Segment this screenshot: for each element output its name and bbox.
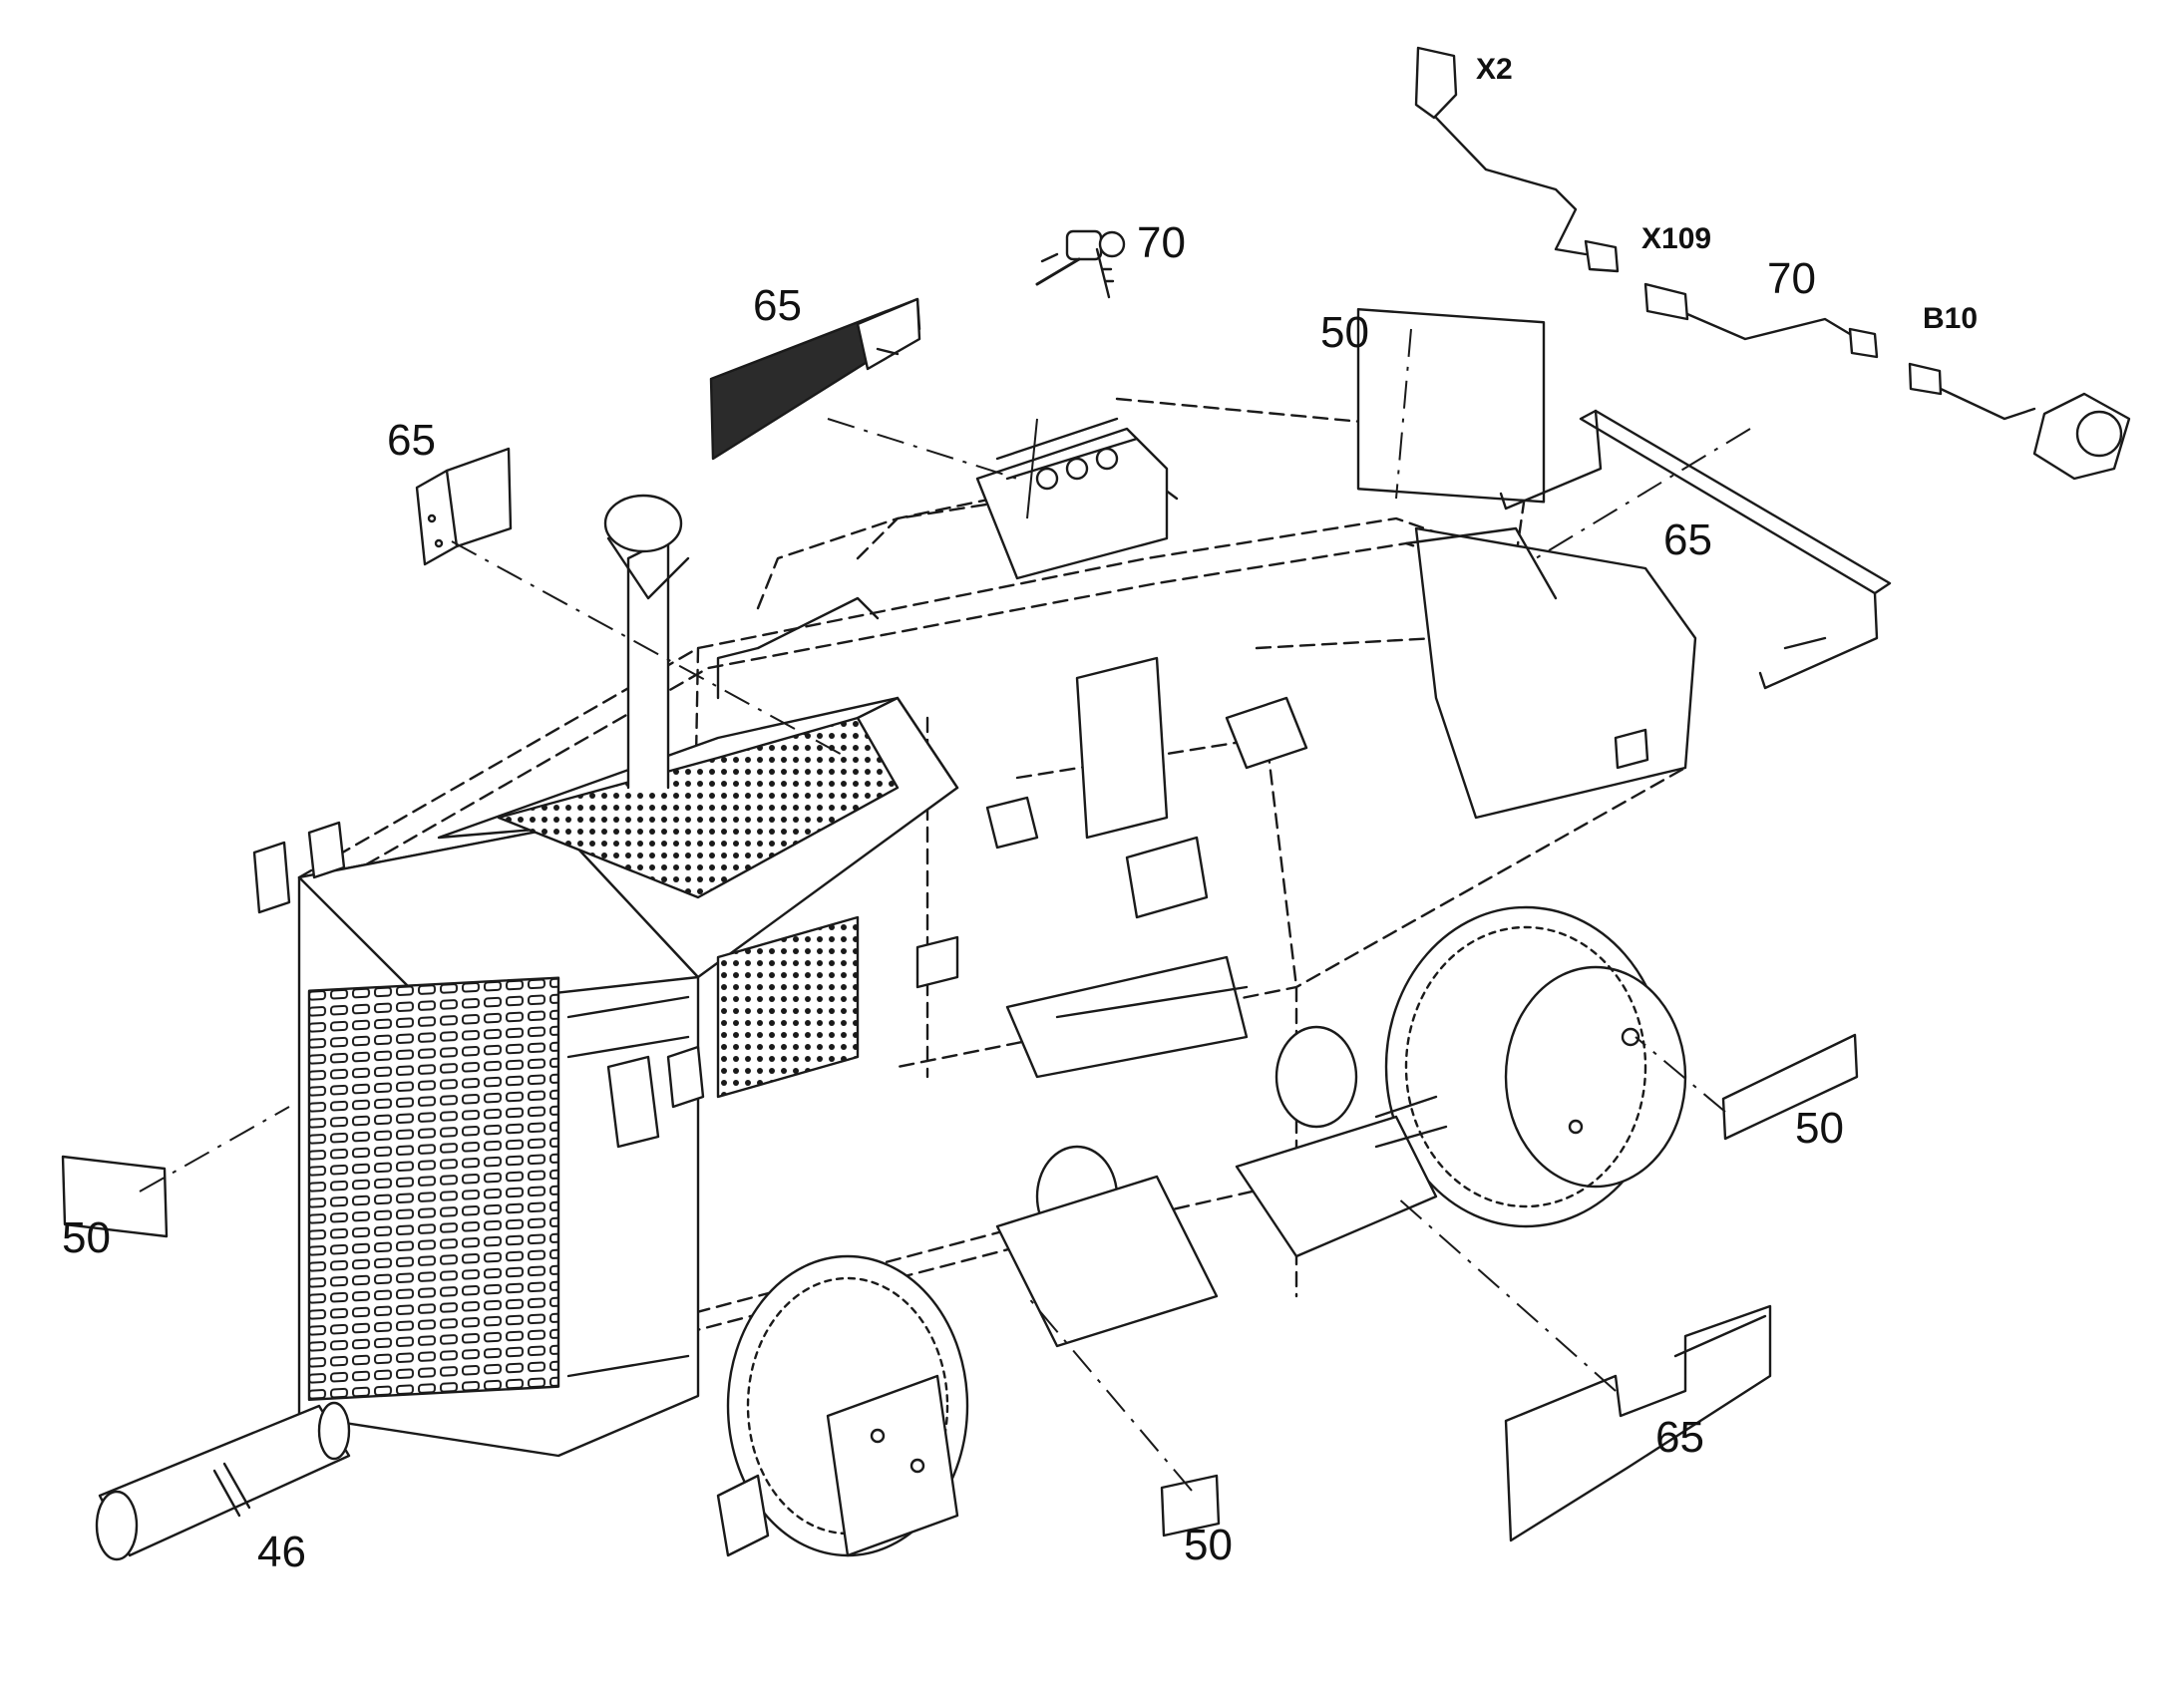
engine-hood <box>437 696 959 1099</box>
connector-label-b10: B10 <box>1923 302 1979 335</box>
sprocket-wheel <box>1384 905 1687 1228</box>
decal-left <box>61 1155 169 1238</box>
left-fittings <box>252 821 705 1149</box>
cover-plate-bottom <box>1504 1304 1772 1542</box>
callout-70-key: 70 <box>1137 218 1186 267</box>
grab-handle <box>716 526 1558 700</box>
callout-65-left-bracket: 65 <box>387 416 436 465</box>
support-frame-right <box>1499 409 1892 690</box>
callout-50-right-decal: 50 <box>1795 1104 1844 1153</box>
wiring-harness <box>1414 46 2131 481</box>
callout-65-bottom-plate: 65 <box>1655 1413 1704 1462</box>
callout-65-right-frame: 65 <box>1663 515 1712 564</box>
right-fender <box>1005 526 1697 1079</box>
decal-bottom <box>1160 1474 1221 1537</box>
hose-roll <box>95 1401 351 1561</box>
callout-50-left-decal: 50 <box>62 1213 111 1262</box>
operator-station <box>915 417 1308 989</box>
connector-label-x2: X2 <box>1476 53 1513 86</box>
decal-right <box>1721 1033 1859 1141</box>
exhaust-stack <box>603 494 690 790</box>
callout-65-top-plate: 65 <box>753 281 802 330</box>
callout-50-bottom-decal: 50 <box>1184 1521 1233 1569</box>
callout-70-harness: 70 <box>1767 254 1816 303</box>
ignition-key <box>1035 229 1126 299</box>
callout-50-top-decal: 50 <box>1320 308 1369 357</box>
idler-wheel <box>716 1254 969 1557</box>
undercarriage <box>995 1025 1448 1348</box>
leader-lines <box>139 328 1751 1492</box>
decal-top <box>1356 308 1546 504</box>
callout-46-hose: 46 <box>257 1528 306 1576</box>
cover-plate-top <box>709 297 921 461</box>
bracket-left <box>415 447 513 566</box>
connector-label-x109: X109 <box>1641 222 1712 255</box>
